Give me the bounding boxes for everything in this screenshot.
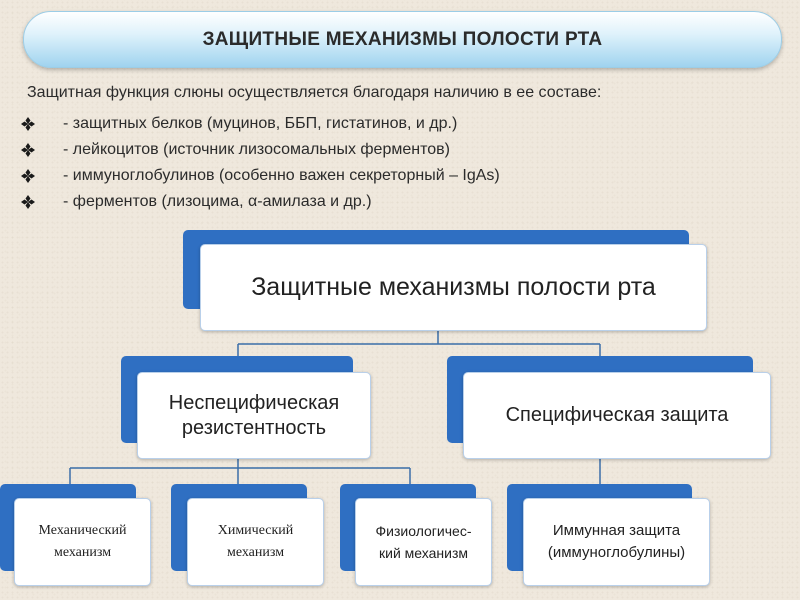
bullet-text: - ферментов (лизоцима, α-амилаза и др.)	[63, 193, 372, 210]
nonspecific-line2: резистентность	[181, 416, 327, 439]
nonspecific-line1: Неспецифическая	[168, 391, 340, 414]
diamond-cluster-icon	[21, 169, 63, 183]
physiological-box: Физиологичес- кий механизм	[355, 498, 492, 586]
bullet-text: - лейкоцитов (источник лизосомальных фер…	[63, 141, 450, 158]
physiological-line1: Физиологичес-	[375, 523, 472, 539]
bullet-text: - иммуноглобулинов (особенно важен секре…	[63, 167, 500, 184]
root-box: Защитные механизмы полости рта	[200, 244, 707, 331]
chemical-line1: Химический	[217, 523, 294, 538]
bullet-text: - защитных белков (муцинов, ББП, гистати…	[63, 115, 458, 132]
list-item: - защитных белков (муцинов, ББП, гистати…	[21, 111, 500, 137]
slide-title: ЗАЩИТНЫЕ МЕХАНИЗМЫ ПОЛОСТИ РТА	[202, 28, 603, 50]
intro-text: Защитная функция слюны осуществляется бл…	[27, 84, 602, 101]
list-item: - лейкоцитов (источник лизосомальных фер…	[21, 137, 500, 163]
bullet-list: - защитных белков (муцинов, ББП, гистати…	[21, 111, 500, 215]
immune-line2: (иммуноглобулины)	[547, 544, 686, 561]
chemical-box: Химический механизм	[187, 498, 324, 586]
diamond-cluster-icon	[21, 195, 63, 209]
specific-box: Специфическая защита	[463, 372, 771, 459]
title-bar: ЗАЩИТНЫЕ МЕХАНИЗМЫ ПОЛОСТИ РТА	[23, 11, 782, 68]
mechanical-box: Механический механизм	[14, 498, 151, 586]
mechanical-line2: механизм	[53, 545, 112, 560]
immune-box: Иммунная защита (иммуноглобулины)	[523, 498, 710, 586]
diamond-cluster-icon	[21, 143, 63, 157]
list-item: - ферментов (лизоцима, α-амилаза и др.)	[21, 189, 500, 215]
root-label: Защитные механизмы полости рта	[251, 273, 656, 301]
immune-line1: Иммунная защита	[552, 522, 681, 539]
list-item: - иммуноглобулинов (особенно важен секре…	[21, 163, 500, 189]
diamond-cluster-icon	[21, 117, 63, 131]
chemical-line2: механизм	[226, 545, 285, 560]
physiological-line2: кий механизм	[379, 545, 468, 561]
specific-label: Специфическая защита	[505, 404, 729, 426]
nonspecific-box: Неспецифическая резистентность	[137, 372, 371, 459]
mechanical-line1: Механический	[38, 523, 127, 538]
